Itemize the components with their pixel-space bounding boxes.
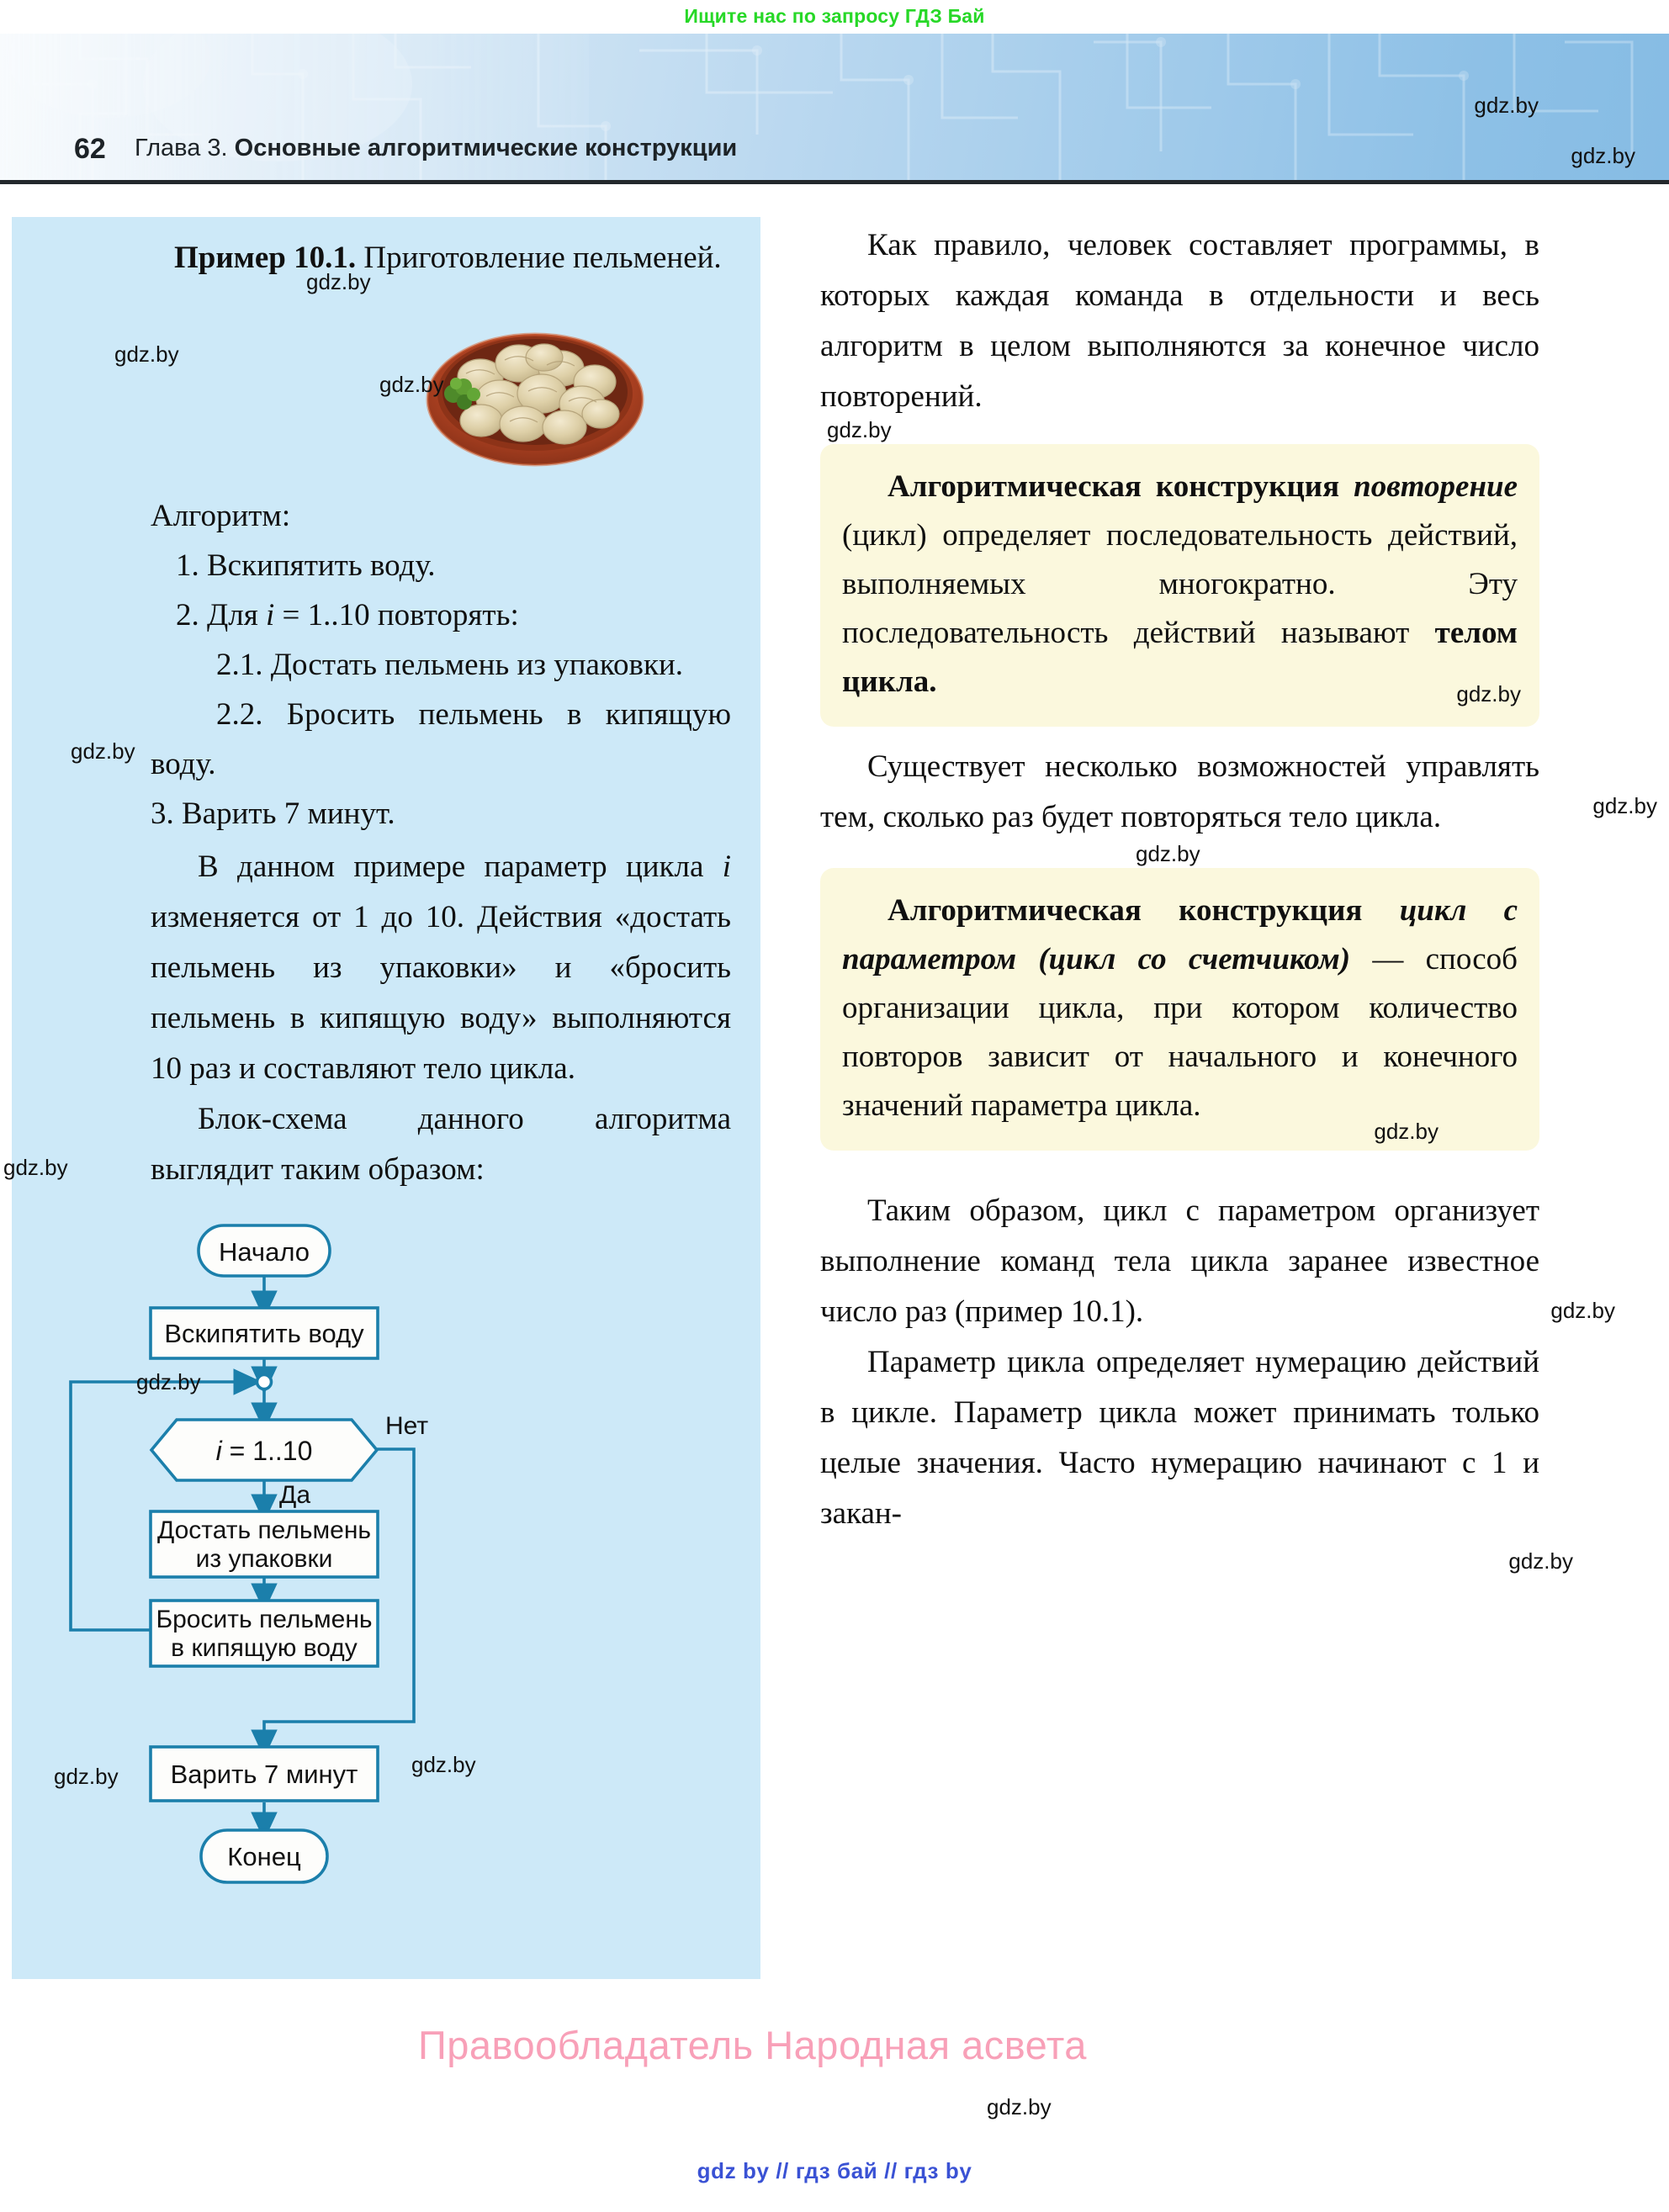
flow-node-cook: Варить 7 минут [149,1745,379,1802]
flow-node-throw-label-1: Бросить пельмень [156,1606,372,1633]
flow-node-end: Конец [199,1828,329,1884]
right-paragraph-1: Как правило, человек составляет программ… [820,220,1539,422]
flow-node-throw: Бросить пельмень в кипящую воду [149,1599,379,1668]
algorithm-block: Алгоритм: 1. Вскипятить воду. 2. Для i =… [151,491,731,839]
example-label: Пример 10.1. [174,241,357,275]
watermark-right-5: gdz.by [1508,1548,1573,1574]
dumplings-image [426,332,644,467]
left-column-panel: Пример 10.1. Приготовление пельменей. [3,217,760,1979]
flow-node-boil: Вскипятить воду [149,1306,379,1360]
footer-links[interactable]: gdz by // гдз бай // гдз by [697,2158,972,2183]
chapter-title: Глава 3. Основные алгоритмические констр… [135,135,737,162]
definition-box-repetition: Алгоритмическая конструкция повторение (… [820,444,1539,727]
algorithm-step-1: 1. Вскипятить воду. [176,548,436,583]
flow-node-cook-label: Варить 7 минут [171,1760,358,1789]
watermark-right-4: gdz.by [1550,1298,1615,1323]
example-title: Приготовление пельменей. [363,241,722,275]
definition-1-term: повторение [1354,469,1518,504]
right-paragraph-3-text: Таким образом, цикл с параметром организ… [820,1193,1539,1329]
circuit-pattern-icon [0,34,1634,183]
chapter-prefix: Глава 3. [135,135,228,161]
definition-2-text: Алгоритмическая конструкция цикл с парам… [842,886,1518,1130]
flow-node-decision: i = 1..10 [149,1418,379,1482]
definition-1-body: (цикл) определяет последовательность дей… [842,518,1518,650]
flow-node-start-label: Начало [219,1237,310,1267]
left-column-content: Пример 10.1. Приготовление пельменей. [3,234,731,1195]
copyright-watermark: Правообладатель Народная асвета [418,2023,1087,2067]
algorithm-step-3: 3. Варить 7 минут. [151,796,395,831]
watermark-right-2: gdz.by [1592,793,1657,818]
definition-1-lead: Алгоритмическая конструкция [887,469,1340,504]
left-paragraph-2-text: Блок-схема данного алгоритма выглядит та… [151,1102,731,1187]
flow-node-start: Начало [197,1224,331,1278]
page-header-band: gdz.by gdz.by [0,34,1669,183]
definition-2-body: — способ организации цикла, при котором … [842,942,1518,1123]
flow-node-end-label: Конец [227,1842,301,1871]
flow-node-decision-label: i = 1..10 [216,1436,313,1466]
definition-1-text: Алгоритмическая конструкция повторение (… [842,463,1518,706]
flowchart: Начало Вскипятить воду i = 1..10 [12,1214,760,1996]
flow-node-boil-label: Вскипятить воду [164,1319,364,1348]
flow-node-take: Достать пельмень из упаковки [149,1510,379,1579]
flowchart-svg: Начало Вскипятить воду i = 1..10 [54,1224,428,1884]
right-column: Как правило, человек составляет программ… [820,220,1657,1574]
spacer-2 [820,727,1539,742]
watermark-bottom-center: gdz.by [987,2094,1052,2119]
right-paragraph-2: Существует несколько возможностей управл… [820,742,1657,843]
flow-junction-node [255,1373,273,1391]
watermark-right-3: gdz.by [1136,841,1200,866]
left-paragraph-2: Блок-схема данного алгоритма выглядит та… [151,1094,731,1195]
parsley-garnish [444,378,480,410]
definition-1-tail: телом цикла. [842,616,1518,699]
definition-2-term: цикл с параметром (цикл со счетчиком) [842,893,1518,976]
right-paragraph-4-text: Параметр цикла определяет нумерацию дейс… [820,1345,1539,1531]
watermark-left-2: gdz.by [114,341,179,367]
spacer-3: gdz.by [820,841,1539,868]
promo-banner-text: Ищите нас по запросу ГДЗ Бай [684,4,985,27]
chapter-title-text: Основные алгоритмические конструкции [234,135,738,161]
right-paragraph-2-text: Существует несколько возможностей управл… [820,749,1539,834]
right-paragraph-4: Параметр цикла определяет нумерацию дейс… [820,1337,1573,1574]
flow-node-take-label-2: из упаковки [196,1545,333,1573]
watermark-left-4: gdz.by [71,738,135,764]
page-number: 62 [74,133,106,165]
algorithm-step-2-1: 2.1. Достать пельмень из упаковки. [216,648,684,682]
header-rule [0,180,1669,184]
right-paragraph-3: Таким образом, цикл с параметром организ… [820,1186,1615,1337]
promo-banner: Ищите нас по запросу ГДЗ Бай [0,0,1669,32]
watermark-flow-2: gdz.by [54,1764,119,1789]
flow-branch-yes-label: Да [279,1481,310,1509]
flow-branch-no-label: Нет [385,1412,428,1440]
spacer-1: gdz.by [820,417,1539,444]
left-paragraph-1: В данном примере параметр цикла i изменя… [151,849,731,1086]
watermark-flow-1: gdz.by [136,1369,201,1394]
flow-node-throw-label-2: в кипящую воду [171,1634,358,1662]
algorithm-step-2-2: 2.2. Бросить пельмень в кипящую воду. [151,697,731,781]
flow-node-take-label-1: Достать пельмень [157,1516,371,1544]
watermark-left-5: gdz.by [3,1155,68,1180]
right-paragraph-1-text: Как правило, человек составляет программ… [820,228,1539,414]
dumplings-photo [420,311,651,471]
definition-box-counted-loop: Алгоритмическая конструкция цикл с парам… [820,868,1539,1151]
example-heading: Пример 10.1. Приготовление пельменей. [151,234,731,283]
definition-2-lead: Алгоритмическая конструкция [887,893,1363,928]
spacer-4 [820,1151,1539,1186]
algorithm-step-2: 2. Для i = 1..10 повторять: [176,598,519,632]
algorithm-label: Алгоритм: [151,499,291,533]
